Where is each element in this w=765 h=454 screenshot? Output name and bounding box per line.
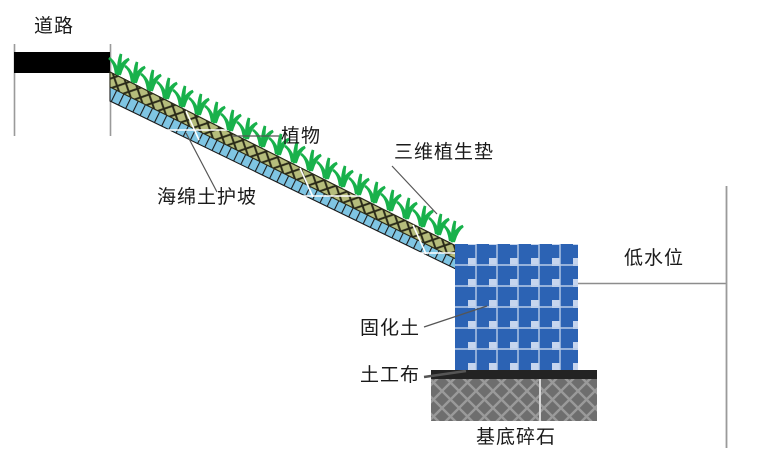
- solidified-soil-group: [455, 244, 578, 370]
- geotextile-label: 土工布: [360, 364, 420, 386]
- road-group: 道路: [13, 15, 112, 136]
- vegetation-mat-leader-line: [391, 165, 438, 215]
- geotextile-leader-line: [423, 369, 467, 379]
- annotation-labels-group: 植物 海绵土护坡 三维植生垫 固化土 土工布 基底碎石: [157, 125, 556, 448]
- base-crushed-stone-label: 基底碎石: [476, 426, 556, 448]
- geotextile-strip: [431, 370, 597, 379]
- vegetation-mat-layer: [109, 71, 463, 263]
- solidified-soil-grid-lines: [455, 244, 578, 370]
- sponge-soil-slope-label: 海绵土护坡: [157, 186, 257, 208]
- road-surface-bar: [14, 52, 110, 73]
- solidified-soil-leader-line: [423, 305, 488, 328]
- three-dim-vegetation-mat-label: 三维植生垫: [394, 141, 494, 163]
- road-label: 道路: [34, 15, 74, 37]
- solidified-soil-label: 固化土: [360, 317, 420, 339]
- low-water-level-label: 低水位: [624, 247, 684, 269]
- leader-lines-group: [185, 132, 488, 379]
- plants-label: 植物: [281, 125, 321, 147]
- low-water-level-group: 低水位: [578, 186, 728, 448]
- crushed-stone-base: [431, 379, 597, 421]
- slope-group: [107, 52, 465, 273]
- foundation-group: [431, 370, 597, 421]
- sponge-soil-leader-line: [185, 132, 218, 193]
